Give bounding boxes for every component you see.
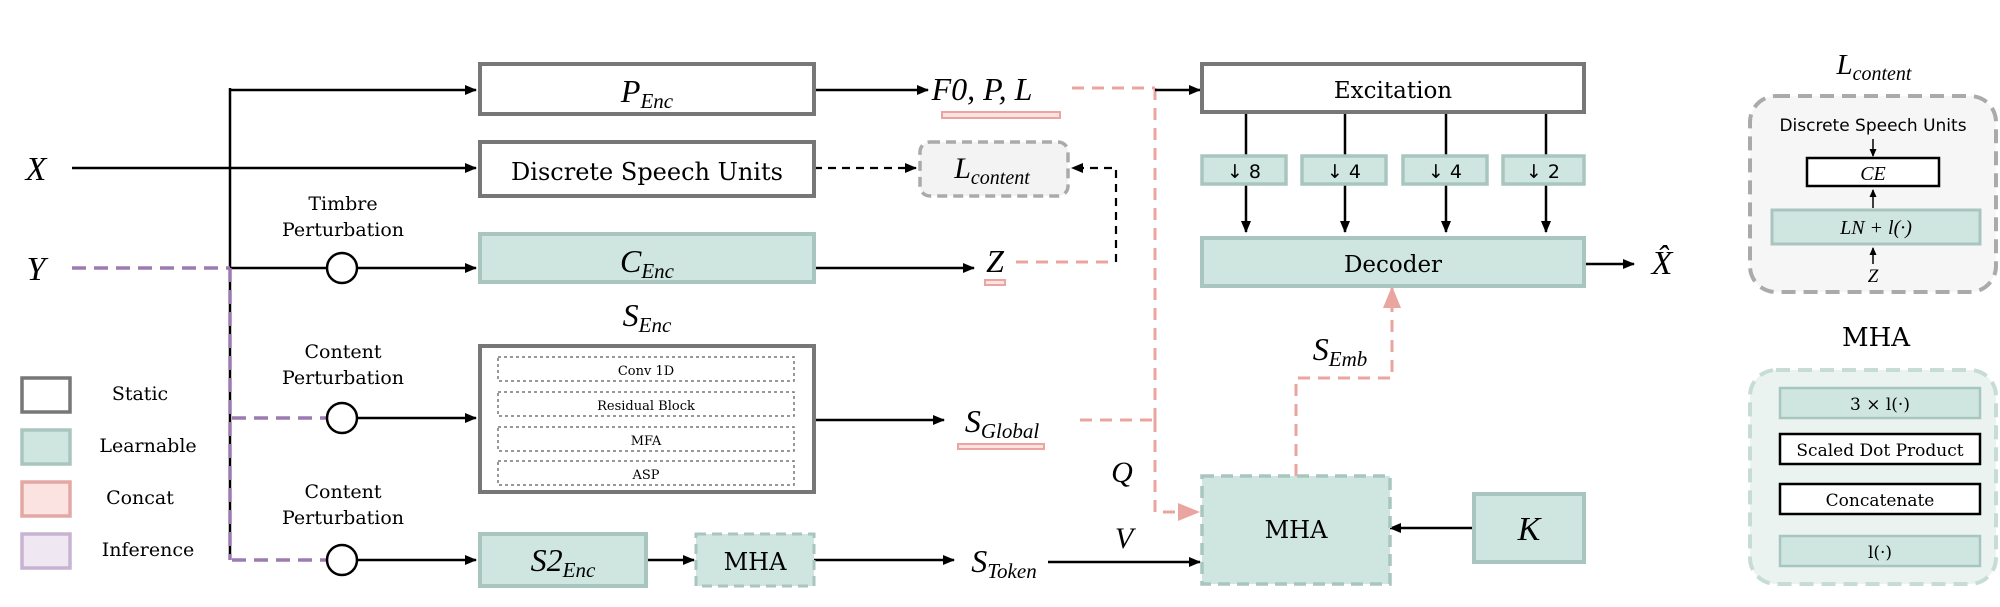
s-enc-layer-asp: ASP — [631, 468, 659, 483]
perturbation-nodes — [325, 251, 359, 577]
legend-swatch-static — [20, 376, 72, 414]
legend-label-learnable: Learnable — [99, 435, 196, 457]
discrete-speech-units-box: Discrete Speech Units — [478, 140, 816, 198]
s-token-label: SToken — [971, 543, 1036, 583]
svg-text:K: K — [1517, 511, 1543, 548]
f0pl-label: F0, P, L — [931, 71, 1061, 119]
timbre-perturbation-node — [325, 251, 359, 285]
input-y-label: Y — [27, 251, 49, 288]
svg-text:F0, P, L: F0, P, L — [931, 71, 1033, 107]
k-box: K — [1472, 492, 1586, 564]
downsample-4b: ↓ 4 — [1428, 161, 1462, 183]
s-enc-layer-residual: Residual Block — [597, 399, 695, 414]
downsample-boxes: ↓ 8 ↓ 4 ↓ 4 ↓ 2 — [1200, 154, 1586, 186]
downsample-4a: ↓ 4 — [1327, 161, 1361, 183]
svg-text:Timbre: Timbre — [308, 193, 377, 215]
decoder-box: Decoder — [1200, 236, 1586, 288]
s2-enc-box: S2Enc — [478, 532, 648, 588]
legend-label-static: Static — [112, 383, 168, 405]
mha-box: MHA — [1200, 474, 1392, 586]
svg-text:MHA: MHA — [1265, 516, 1329, 544]
svg-text:Content: Content — [305, 481, 382, 503]
q-label: Q — [1111, 456, 1133, 489]
svg-text:Z: Z — [986, 243, 1005, 279]
svg-text:Perturbation: Perturbation — [282, 507, 404, 529]
svg-text:CE: CE — [1860, 163, 1886, 185]
svg-text:Decoder: Decoder — [1344, 252, 1442, 278]
svg-text:Perturbation: Perturbation — [282, 219, 404, 241]
svg-text:Discrete Speech Units: Discrete Speech Units — [511, 158, 783, 186]
excitation-box: Excitation — [1200, 62, 1586, 114]
s-enc-layer-conv1d: Conv 1D — [618, 364, 674, 379]
legend-swatch-inference — [20, 532, 72, 570]
s-global-label: SGlobal — [957, 403, 1045, 450]
inset-l-content: Lcontent Discrete Speech Units CE LN + l… — [1748, 49, 1998, 294]
svg-text:S2Enc: S2Enc — [531, 542, 596, 582]
content-perturbation-node-2 — [325, 543, 359, 577]
s-enc-title: SEnc — [623, 297, 672, 337]
x-hat-label: X̂ — [1650, 245, 1674, 282]
svg-text:Perturbation: Perturbation — [282, 367, 404, 389]
legend-label-inference: Inference — [102, 539, 194, 561]
l-content-box: Lcontent — [918, 140, 1070, 198]
svg-text:PEnc: PEnc — [620, 73, 674, 113]
svg-text:Content: Content — [305, 341, 382, 363]
v-label: V — [1115, 522, 1137, 555]
excitation-wires — [1155, 85, 1551, 233]
legend: Static Learnable Concat Inference — [20, 376, 197, 570]
dashed-wires — [814, 163, 1118, 262]
svg-text:Lcontent: Lcontent — [953, 152, 1030, 189]
content-perturbation-label-2: Content Perturbation — [282, 481, 404, 529]
svg-text:LN + l(·): LN + l(·) — [1839, 217, 1912, 239]
inset-mha-title: MHA — [1842, 323, 1911, 353]
input-x-label: X — [24, 151, 48, 188]
svg-text:3 × l(·): 3 × l(·) — [1850, 395, 1910, 415]
svg-text:l(·): l(·) — [1868, 543, 1892, 563]
svg-text:Z: Z — [1868, 266, 1879, 287]
downsample-2: ↓ 2 — [1526, 161, 1560, 183]
s-enc-layer-mfa: MFA — [631, 434, 662, 449]
content-perturbation-label-1: Content Perturbation — [282, 341, 404, 389]
s-emb-label: SEmb — [1313, 331, 1368, 371]
timbre-perturbation-label: Timbre Perturbation — [282, 193, 404, 241]
svg-text:Excitation: Excitation — [1334, 78, 1452, 104]
concat-paths — [1016, 86, 1401, 521]
downsample-8: ↓ 8 — [1227, 161, 1261, 183]
inset-mha: MHA 3 × l(·) Scaled Dot Product Concaten… — [1748, 323, 1998, 586]
p-enc-box: PEnc — [478, 62, 816, 116]
inset-l-content-title: Lcontent — [1835, 49, 1911, 85]
z-label: Z — [984, 243, 1006, 286]
content-perturbation-node-1 — [325, 401, 359, 435]
s-enc-box: Conv 1D Residual Block MFA ASP — [478, 344, 816, 494]
svg-text:Concatenate: Concatenate — [1826, 491, 1935, 511]
c-enc-box: CEnc — [478, 232, 816, 284]
legend-label-concat: Concat — [106, 487, 174, 509]
svg-text:CEnc: CEnc — [620, 243, 675, 283]
encoder-output-wires — [648, 85, 1635, 567]
svg-text:Scaled Dot Product: Scaled Dot Product — [1796, 441, 1963, 461]
legend-swatch-learnable — [20, 428, 72, 466]
svg-text:MHA: MHA — [724, 548, 788, 576]
svg-text:SGlobal: SGlobal — [965, 403, 1040, 443]
legend-swatch-concat — [20, 480, 72, 518]
inference-paths — [72, 266, 328, 562]
svg-text:Discrete Speech Units: Discrete Speech Units — [1779, 116, 1966, 136]
mha-small-box: MHA — [694, 532, 816, 588]
